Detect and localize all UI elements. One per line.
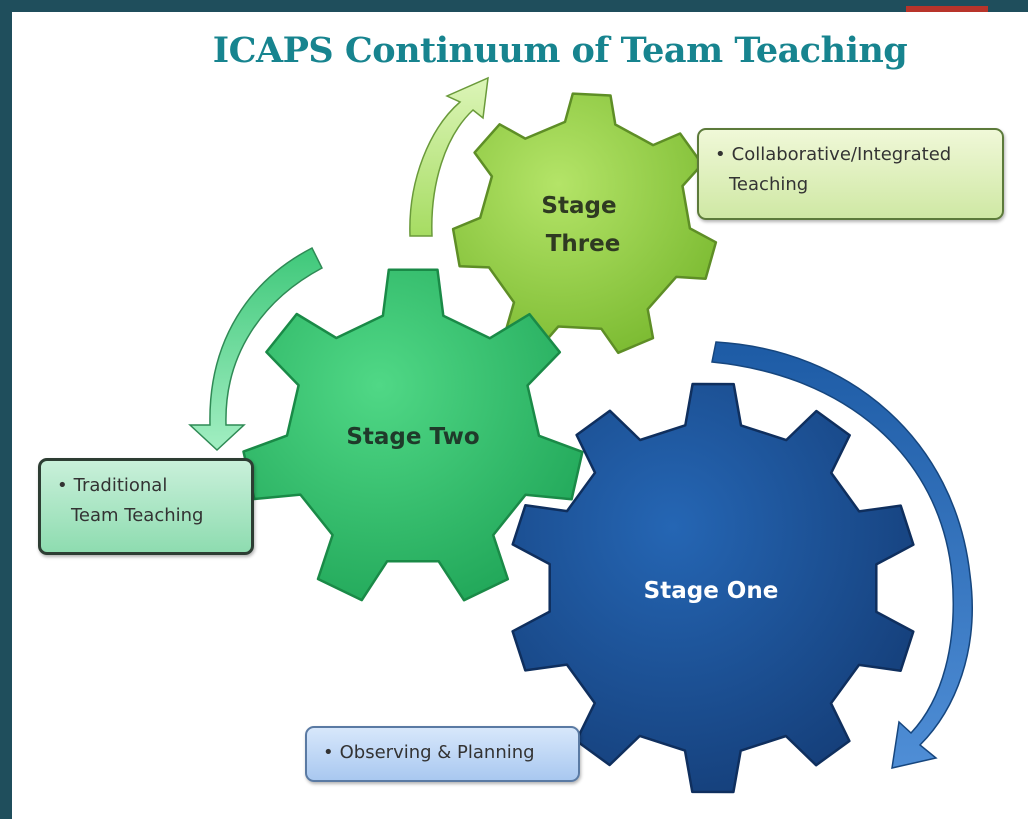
- note-collaborative-integrated: Collaborative/Integrated Teaching: [697, 128, 1004, 220]
- note-trad-line1: Traditional: [57, 475, 167, 496]
- frame-top-border: [0, 0, 1028, 12]
- note-collab-line1: Collaborative/Integrated: [715, 144, 951, 165]
- note-collab-line2: Teaching: [729, 174, 809, 195]
- frame-accent-bar: [906, 6, 988, 12]
- stage-two-label: Stage Two: [346, 424, 479, 450]
- stage-three-label: Stage Three: [541, 193, 624, 257]
- note-traditional-team-teaching: Traditional Team Teaching: [38, 458, 254, 555]
- arrow-one-around: [711, 341, 973, 769]
- arrow-three-up: [409, 76, 489, 237]
- diagram-title: ICAPS Continuum of Team Teaching: [212, 30, 908, 71]
- note-observing-planning: Observing & Planning: [305, 726, 580, 782]
- stage-three-label-line2: Three: [546, 231, 621, 257]
- stage-one-label-line1: Stage One: [644, 578, 779, 604]
- gear-stage-three: [451, 92, 718, 355]
- frame-left-border: [0, 0, 12, 819]
- stage-two-label-line1: Stage Two: [346, 424, 479, 450]
- arrow-two-down: [188, 246, 323, 452]
- gear-stage-one: [511, 382, 915, 794]
- note-obs-line1: Observing & Planning: [323, 742, 535, 763]
- stage-one-label: Stage One: [644, 578, 779, 604]
- stage-three-label-line1: Stage: [541, 193, 616, 219]
- note-trad-line2: Team Teaching: [71, 505, 204, 526]
- gear-stage-two: [242, 268, 584, 602]
